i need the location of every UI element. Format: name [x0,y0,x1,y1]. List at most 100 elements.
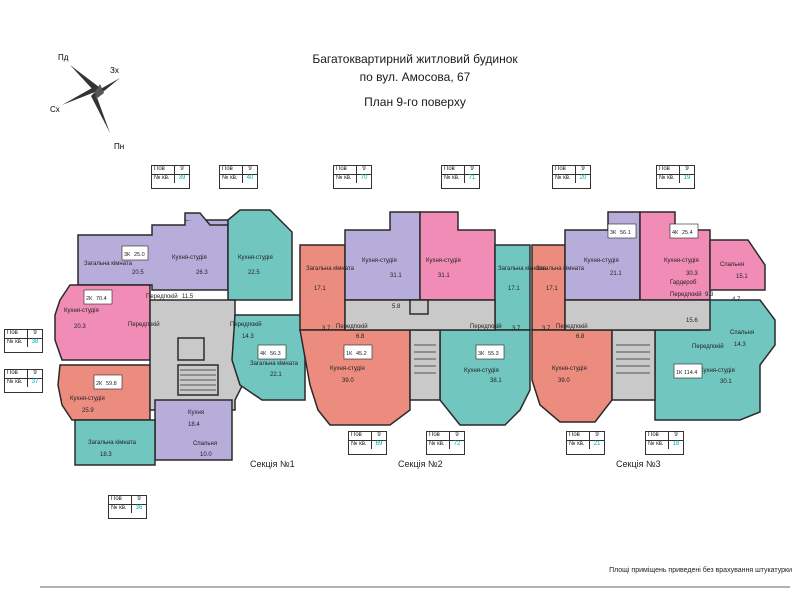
svg-text:70.4: 70.4 [96,296,107,302]
area: 5.8 [392,304,401,310]
compass-ne: Зх [110,66,119,75]
room-hall: Передпокій [670,291,702,298]
room-living: Загальна кімната [498,266,547,272]
area: 11.5 [182,294,194,300]
area: 18.4 [188,422,200,428]
footnote: Площі приміщень приведені без врахування… [609,567,792,574]
area: 17.1 [508,286,520,292]
svg-text:25.4: 25.4 [682,230,693,236]
room-living: Загальна кімната [250,361,299,367]
svg-text:56.1: 56.1 [620,230,631,236]
area: 30.3 [686,271,698,277]
area: 38.1 [490,378,502,384]
room-kitchen-studio: Кухня-студія [362,258,397,264]
compass-s: Пн [114,142,124,151]
room-kitchen: Кухня [188,410,204,416]
room-kitchen-studio: Кухня-студія [664,258,699,264]
room-hall: Передпокій [470,323,502,330]
room-kitchen-studio: Кухня-студія [584,258,619,264]
section-1 [54,209,306,466]
room-dressing: Гардероб [670,280,697,286]
room-kitchen-studio: Кухня-студія [238,255,273,261]
svg-text:55.3: 55.3 [488,351,499,357]
svg-text:3К: 3К [124,252,131,258]
area: 26.3 [196,270,208,276]
room-hall: Передпокій [336,323,368,330]
svg-text:59.8: 59.8 [106,381,117,387]
apartment-badges: 3К 25.0 4К 56.3 2К 70.4 2К 59.8 1К 45.2 … [83,223,703,390]
room-bedroom: Спальня [730,330,754,336]
room-hall: Передпокій [556,323,588,330]
area: 31.1 [390,273,402,279]
area: 6.8 [356,334,365,340]
area: 30.1 [720,379,732,385]
section-captions: Секція №1 Секція №2 Секція №3 [250,459,661,469]
svg-text:4К: 4К [672,230,679,236]
compass-sw: Сх [50,105,60,114]
room-kitchen-studio: Кухня-студія [64,308,99,314]
section-3 [531,211,776,423]
area: 14.3 [242,334,254,340]
area: 22.5 [248,270,260,276]
area: 4.7 [732,297,741,303]
area: 18.3 [100,452,112,458]
svg-text:1К: 1К [346,351,353,357]
room-bedroom: Спальня [720,262,744,268]
room-kitchen-studio: Кухня-студія [464,368,499,374]
room-kitchen-studio: Кухня-студія [330,366,365,372]
svg-text:2К: 2К [96,381,103,387]
svg-text:114.4: 114.4 [684,370,697,376]
section-3-label: Секція №3 [616,459,661,469]
area: 17.1 [546,286,558,292]
svg-text:3К: 3К [478,351,485,357]
area: 39.0 [342,378,354,384]
room-living: Загальна кімната [306,266,355,272]
area: 3.7 [542,326,551,332]
room-hall: Передпокій [692,343,724,350]
room-kitchen-studio: Кухня-студія [700,368,735,374]
section-1-label: Секція №1 [250,459,295,469]
svg-text:45.2: 45.2 [356,351,367,357]
room-living: Загальна кімната [88,440,137,446]
room-labels: Загальна кімната 20.5 Кухня-студія 26.3 … [64,255,754,458]
compass-rose: Пд Зх Сх Пн [50,53,124,151]
room-kitchen-studio: Кухня-студія [426,258,461,264]
area: 21.1 [610,271,622,277]
area: 39.0 [558,378,570,384]
area: 20.3 [74,324,86,330]
room-kitchen-studio: Кухня-студія [552,366,587,372]
section-2 [299,211,531,426]
floor-plan-title: План 9-го поверху [364,95,466,109]
room-hall: Передпокій [146,293,178,300]
svg-text:3К: 3К [610,230,617,236]
area: 3.7 [512,326,521,332]
area: 14.3 [734,342,746,348]
area: 9.3 [705,292,714,298]
room-bedroom: Спальня [193,441,217,447]
room-kitchen-studio: Кухня-студія [172,255,207,261]
room-hall: Передпокій [230,321,262,328]
room-living: Загальна кімната [536,266,585,272]
area: 22.1 [270,372,282,378]
area: 25.9 [82,408,94,414]
area: 15.6 [686,318,698,324]
svg-text:56.3: 56.3 [270,351,281,357]
address-line: по вул. Амосова, 67 [359,70,471,84]
building-title: Багатоквартирний житловий будинок [312,52,518,66]
svg-text:25.0: 25.0 [134,252,145,258]
room-hall: Передпокій [128,321,160,328]
room-living: Загальна кімната [84,261,133,267]
